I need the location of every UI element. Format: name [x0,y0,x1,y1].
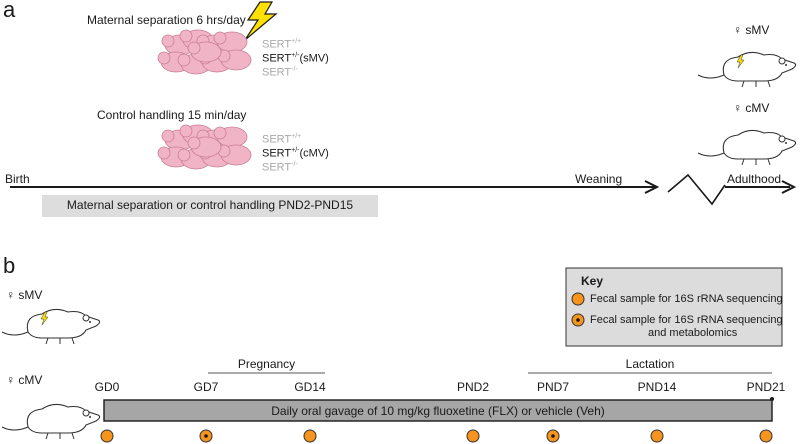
timepoint-pnd21: PND21 [746,380,786,394]
pregnancy-label: Pregnancy [237,357,296,371]
rat-smv-b [1,308,101,345]
sample-dot-gd14 [303,429,317,443]
control-handling-title: Control handling 15 min/day [97,108,247,122]
rat-cmv-a-label: ♀ cMV [733,101,770,115]
key-title: Key [581,274,604,288]
treatment-bar-label: Daily oral gavage of 10 mg/kg fluoxetine… [271,404,605,418]
sample-dot-pnd14 [650,429,664,443]
genotype-ch-1: SERT+/-(cMV) [262,147,329,160]
separation-period-bar [42,195,378,217]
rat-smv-b-label: ♀ sMV [6,288,43,302]
rat-cmv-b-label: ♀ cMV [6,373,43,387]
period-bar-label: Maternal separation or control handling … [66,198,354,212]
sample-dot-gd0 [100,429,114,443]
panel-label-b: b [3,253,16,278]
genotype-ms-0: SERT+/+ [262,38,302,51]
timepoint-gd7: GD7 [193,380,219,394]
key-item-16s-metabolomics-line2: and metabolomics [648,327,738,339]
sample-dot-pnd2 [466,429,480,443]
rat-smv-a-label: ♀ sMV [733,23,770,37]
genotype-ms-2: SERT-/- [262,66,298,79]
maternal-separation-title: Maternal separation 6 hrs/day [87,13,246,27]
timepoint-pnd2: PND2 [456,380,489,394]
treatment-bar [103,399,773,422]
genotype-ms-1: SERT+/-(sMV) [262,52,329,65]
timepoint-pnd7: PND7 [536,380,569,394]
timeline-start-label: Birth [5,172,30,186]
panel-label-a: a [3,0,16,22]
key-item-16s: Fecal sample for 16S rRNA sequencing [590,293,783,305]
genotype-ch-0: SERT+/+ [262,133,302,146]
timeline-middle-label: Weaning [575,172,623,186]
genotype-ch-2: SERT-/- [262,161,298,174]
timeline-end-label: Adulthood [727,172,782,186]
key-item-16s-metabolomics-line1: Fecal sample for 16S rRNA sequencing [590,314,783,326]
timepoint-gd14: GD14 [294,380,326,394]
metabolomics-marker-pnd7 [551,434,555,438]
lightning-bolt-icon [244,1,278,41]
sample-dot-pnd21 [759,429,773,443]
lactation-label: Lactation [625,357,675,371]
timepoint-gd0: GD0 [94,380,120,394]
metabolomics-marker-gd7 [204,434,208,438]
sample-dots [100,429,773,443]
rat-cmv-a [697,129,797,166]
pup-litter-bottom [157,124,252,170]
rat-cmv-b [1,403,101,440]
timepoint-pnd14: PND14 [637,380,677,394]
rat-smv-a [697,51,797,88]
pup-litter-top [157,29,252,75]
key-box [565,267,783,347]
